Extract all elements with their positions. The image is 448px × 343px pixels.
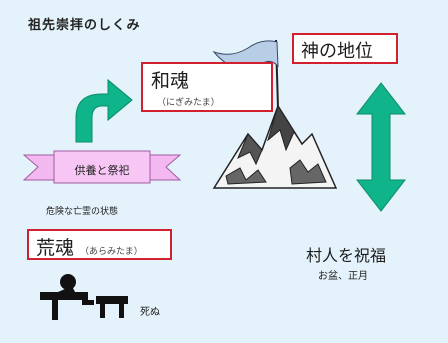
ritual-label: 供養と祭祀: [74, 164, 130, 177]
aramitama-label: 荒魂: [36, 237, 75, 259]
death-label: 死ぬ: [140, 307, 160, 318]
nigimitama-box: 和魂 （にぎみたま）: [141, 62, 273, 112]
aramitama-box: 荒魂 （あらみたま）: [27, 229, 172, 260]
blessing-examples: お盆、正月: [318, 271, 368, 282]
kami-status-label: 神の地位: [301, 41, 373, 62]
bowing-person-icon: [40, 274, 128, 320]
page-title: 祖先崇拝のしくみ: [28, 18, 141, 33]
curved-arrow-icon: [75, 78, 133, 143]
aramitama-reading: （あらみたま）: [80, 247, 143, 257]
kami-status-box: 神の地位: [292, 33, 398, 64]
danger-state-label: 危険な亡霊の状態: [46, 207, 119, 217]
double-arrow-icon: [355, 82, 407, 212]
nigimitama-reading: （にぎみたま）: [157, 98, 220, 108]
blessing-label: 村人を祝福: [306, 246, 387, 265]
ribbon-banner-icon: [22, 150, 182, 184]
nigimitama-label: 和魂: [151, 70, 190, 92]
